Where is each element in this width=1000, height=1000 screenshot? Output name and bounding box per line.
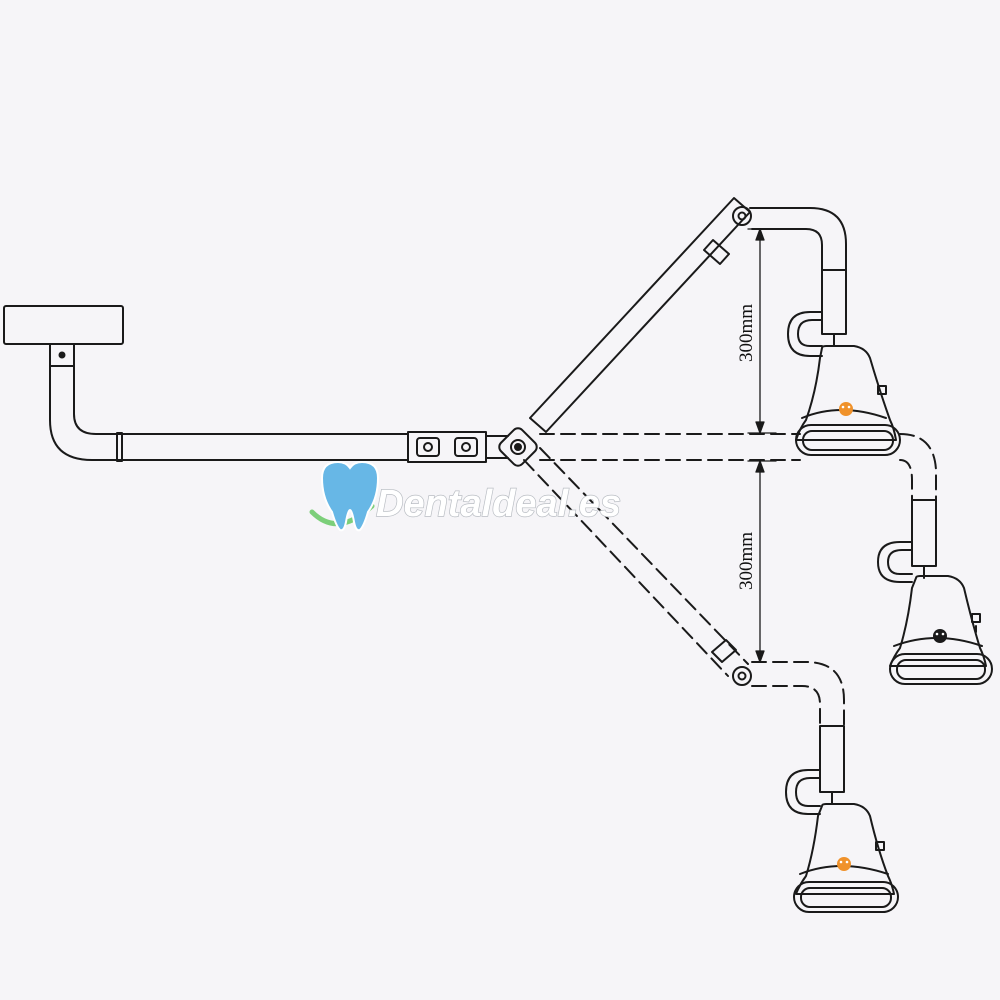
main-horizontal-arm xyxy=(49,365,509,463)
dental-lamp-head-icon xyxy=(795,345,901,456)
upper-arm xyxy=(529,197,847,433)
lower-dimension-line xyxy=(747,460,777,663)
upper-dimension-label: 300mm xyxy=(736,304,757,362)
lower-arm-dashed xyxy=(523,447,749,677)
watermark: Dentaldeal.es xyxy=(309,460,622,532)
lower-arm-joint xyxy=(711,639,752,686)
tooth-logo-icon xyxy=(839,402,853,416)
pivot-joint xyxy=(498,427,538,467)
dashed-arm-stem xyxy=(877,499,937,583)
tooth-logo-icon xyxy=(837,857,851,871)
lower-dimension-label: 300mm xyxy=(736,532,757,590)
dental-lamp-head-icon xyxy=(793,803,899,913)
watermark-text: Dentaldeal.es xyxy=(376,483,621,525)
lower-arm-elbow xyxy=(751,661,845,731)
dashed-horizontal-arm xyxy=(539,433,937,516)
tooth-logo-icon xyxy=(309,460,380,532)
upper-dimension-line xyxy=(747,228,777,434)
lower-arm-stem xyxy=(785,725,845,815)
ceiling-mount-icon xyxy=(3,305,124,367)
